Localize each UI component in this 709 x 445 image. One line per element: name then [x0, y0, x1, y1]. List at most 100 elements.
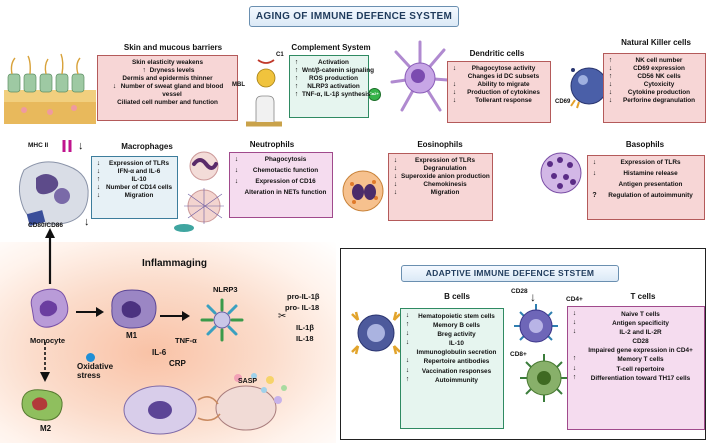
list-item: ↓CD69 expression — [608, 64, 685, 72]
list-item: ?Regulation of autoimmunity — [592, 191, 693, 199]
basophil-illustration — [538, 150, 584, 196]
eosinophil-illustration — [340, 168, 386, 214]
pro-il1b-label: pro-IL-1β — [287, 292, 320, 301]
list-item: ↓Hematopoietic stem cells — [405, 312, 495, 320]
list-item: ↑Dryness levels — [142, 66, 195, 74]
arrow-to-m1 — [76, 304, 104, 317]
list-item: ↓Migration — [393, 188, 460, 196]
list-item: ↑CD56 NK cells — [608, 72, 681, 80]
t-cells-box: ↓Naive T cells ↓Antigen specificity ↓IL-… — [567, 306, 705, 430]
list-item: ↓Cytokine production — [608, 88, 691, 96]
m1-label: M1 — [126, 331, 138, 340]
nk-box: ↑NK cell number ↓CD69 expression ↑CD56 N… — [603, 53, 706, 123]
dendritic-title: Dendritic cells — [469, 49, 525, 58]
arrow-to-nlrp3 — [160, 308, 190, 321]
list-item: ↓Naive T cells — [572, 310, 660, 318]
monocyte-illustration — [24, 286, 72, 332]
list-item: Impaired gene expression in CD4+ — [588, 347, 693, 355]
basophils-title: Basophils — [625, 140, 665, 149]
skin-title: Skin and mucous barriers — [123, 43, 223, 52]
list-item: ↓Degranulation — [393, 164, 467, 172]
skin-illustration — [4, 40, 96, 124]
nk-title: Natural Killer cells — [621, 38, 691, 47]
sasp-label: SASP — [238, 378, 258, 385]
list-item: ↓Expression of TLRs — [592, 159, 681, 166]
cd8-label: CD8+ — [510, 351, 527, 358]
list-item: ↓Breg activity — [405, 330, 476, 339]
list-item: Antigen presentation — [618, 180, 683, 188]
list-item: ↓Chemokinesis — [393, 180, 467, 188]
cd4-cell-illustration — [510, 300, 562, 350]
crp-label: CRP — [169, 359, 186, 368]
down-arrow-icon: ↓ — [530, 290, 536, 304]
list-item: ↓Expression of TLRs — [393, 157, 475, 164]
list-item: ↑Differentiation toward TH17 cells — [572, 373, 691, 382]
calcium-label: Ca2+ — [369, 91, 379, 96]
pro-il18-label: pro- IL-18 — [285, 303, 320, 312]
m1-illustration — [106, 286, 160, 330]
cd28-label: CD28 — [511, 288, 528, 295]
oxidative-icon — [86, 353, 95, 362]
down-arrow-icon: ↓ — [78, 140, 84, 152]
dendritic-box: ↓Phagocytose activity Changes id DC subs… — [447, 61, 551, 123]
list-item: ↓Vaccination responses — [405, 366, 492, 375]
mhc-label: MHC II — [28, 142, 49, 149]
senescent-cells-illustration — [118, 370, 294, 440]
cd69-label: CD69 — [555, 99, 571, 105]
list-item: Changes id DC subsets — [467, 72, 540, 80]
list-item: ↑Activation — [294, 59, 349, 66]
list-item: ↑TNF-α, IL-1β synthesis — [294, 90, 371, 98]
list-item: ↑ROS production — [294, 74, 358, 82]
up-arrow — [44, 228, 56, 284]
cd8-cell-illustration — [518, 352, 570, 404]
mbl-label: MBL — [232, 82, 245, 88]
m2-illustration — [18, 386, 66, 424]
list-item: ↓Phagocytose activity — [452, 65, 536, 72]
list-item: ↓Repertoire antibodies — [405, 357, 490, 366]
list-item: ↓Number of sweat gland and blood vessel — [112, 82, 224, 98]
m2-label: M2 — [40, 424, 52, 433]
neutrophil-illustration — [174, 150, 234, 234]
b-cells-title: B cells — [444, 292, 470, 301]
list-item: ↓Chemotactic function — [234, 166, 319, 174]
list-item: ↑Memory B cells — [405, 321, 480, 330]
b-cell-illustration — [350, 306, 402, 358]
nk-cell-illustration — [565, 62, 615, 110]
list-item: ↓IFN-α and IL-6 — [96, 167, 161, 175]
list-item: ↓Ability to migrate — [452, 80, 530, 88]
list-item: ↓Phagocytosis — [234, 156, 307, 163]
list-item: Alteration in NETs function — [244, 188, 327, 196]
list-item: ↓Number of CD14 cells — [96, 183, 173, 191]
list-item: ↓Tollerant response — [452, 96, 532, 104]
down-arrow-icon: ↓ — [84, 216, 90, 228]
dashed-arrow-to-m2 — [40, 342, 50, 382]
list-item: ↓Antigen specificity — [572, 319, 669, 328]
list-item: ↓Cytoxicity — [608, 80, 675, 88]
inflammaging-title: Inflammaging — [142, 258, 208, 269]
eosinophils-title: Eosinophils — [417, 140, 463, 149]
list-item: Ciliated cell number and function — [117, 98, 218, 106]
skin-box: Skin elasticity weakens ↑Dryness levels … — [97, 55, 238, 121]
oxidative-label: Oxidative stress — [77, 362, 114, 380]
macrophages-title: Macrophages — [121, 142, 173, 151]
list-item: ↓Production of cytokines — [452, 88, 540, 96]
list-item: ↓IL-10 — [405, 339, 464, 348]
list-item: ↑NLRP3 activation — [294, 82, 360, 90]
cd4-label: CD4+ — [566, 296, 583, 303]
il1b-label: IL-1β — [296, 323, 314, 332]
list-item: Immunoglobulin secretion — [416, 349, 497, 357]
basophils-box: ↓Expression of TLRs ↓Histamine release A… — [587, 155, 705, 220]
inflammasome-illustration — [196, 294, 248, 346]
complement-title: Complement System — [291, 43, 371, 52]
list-item: ↓IL-2 and IL-2R — [572, 328, 662, 337]
il6-label: IL-6 — [152, 348, 167, 357]
scissors-icon: ✂ — [278, 311, 287, 322]
complement-box: ↑Activation ↑Wnt/β-catenin signaling ↑RO… — [289, 55, 374, 118]
list-item: Skin elasticity weakens — [131, 59, 204, 66]
list-item: ↓Migration — [96, 191, 154, 199]
c1-label: C1 — [276, 52, 284, 58]
adaptive-banner: ADAPTIVE IMMUNE DEFENCE STSTEM — [401, 265, 619, 282]
list-item: ↓Histamine release — [592, 169, 678, 177]
list-item: CD28 — [632, 338, 649, 346]
list-item: ↓Perforine degranulation — [608, 96, 696, 104]
